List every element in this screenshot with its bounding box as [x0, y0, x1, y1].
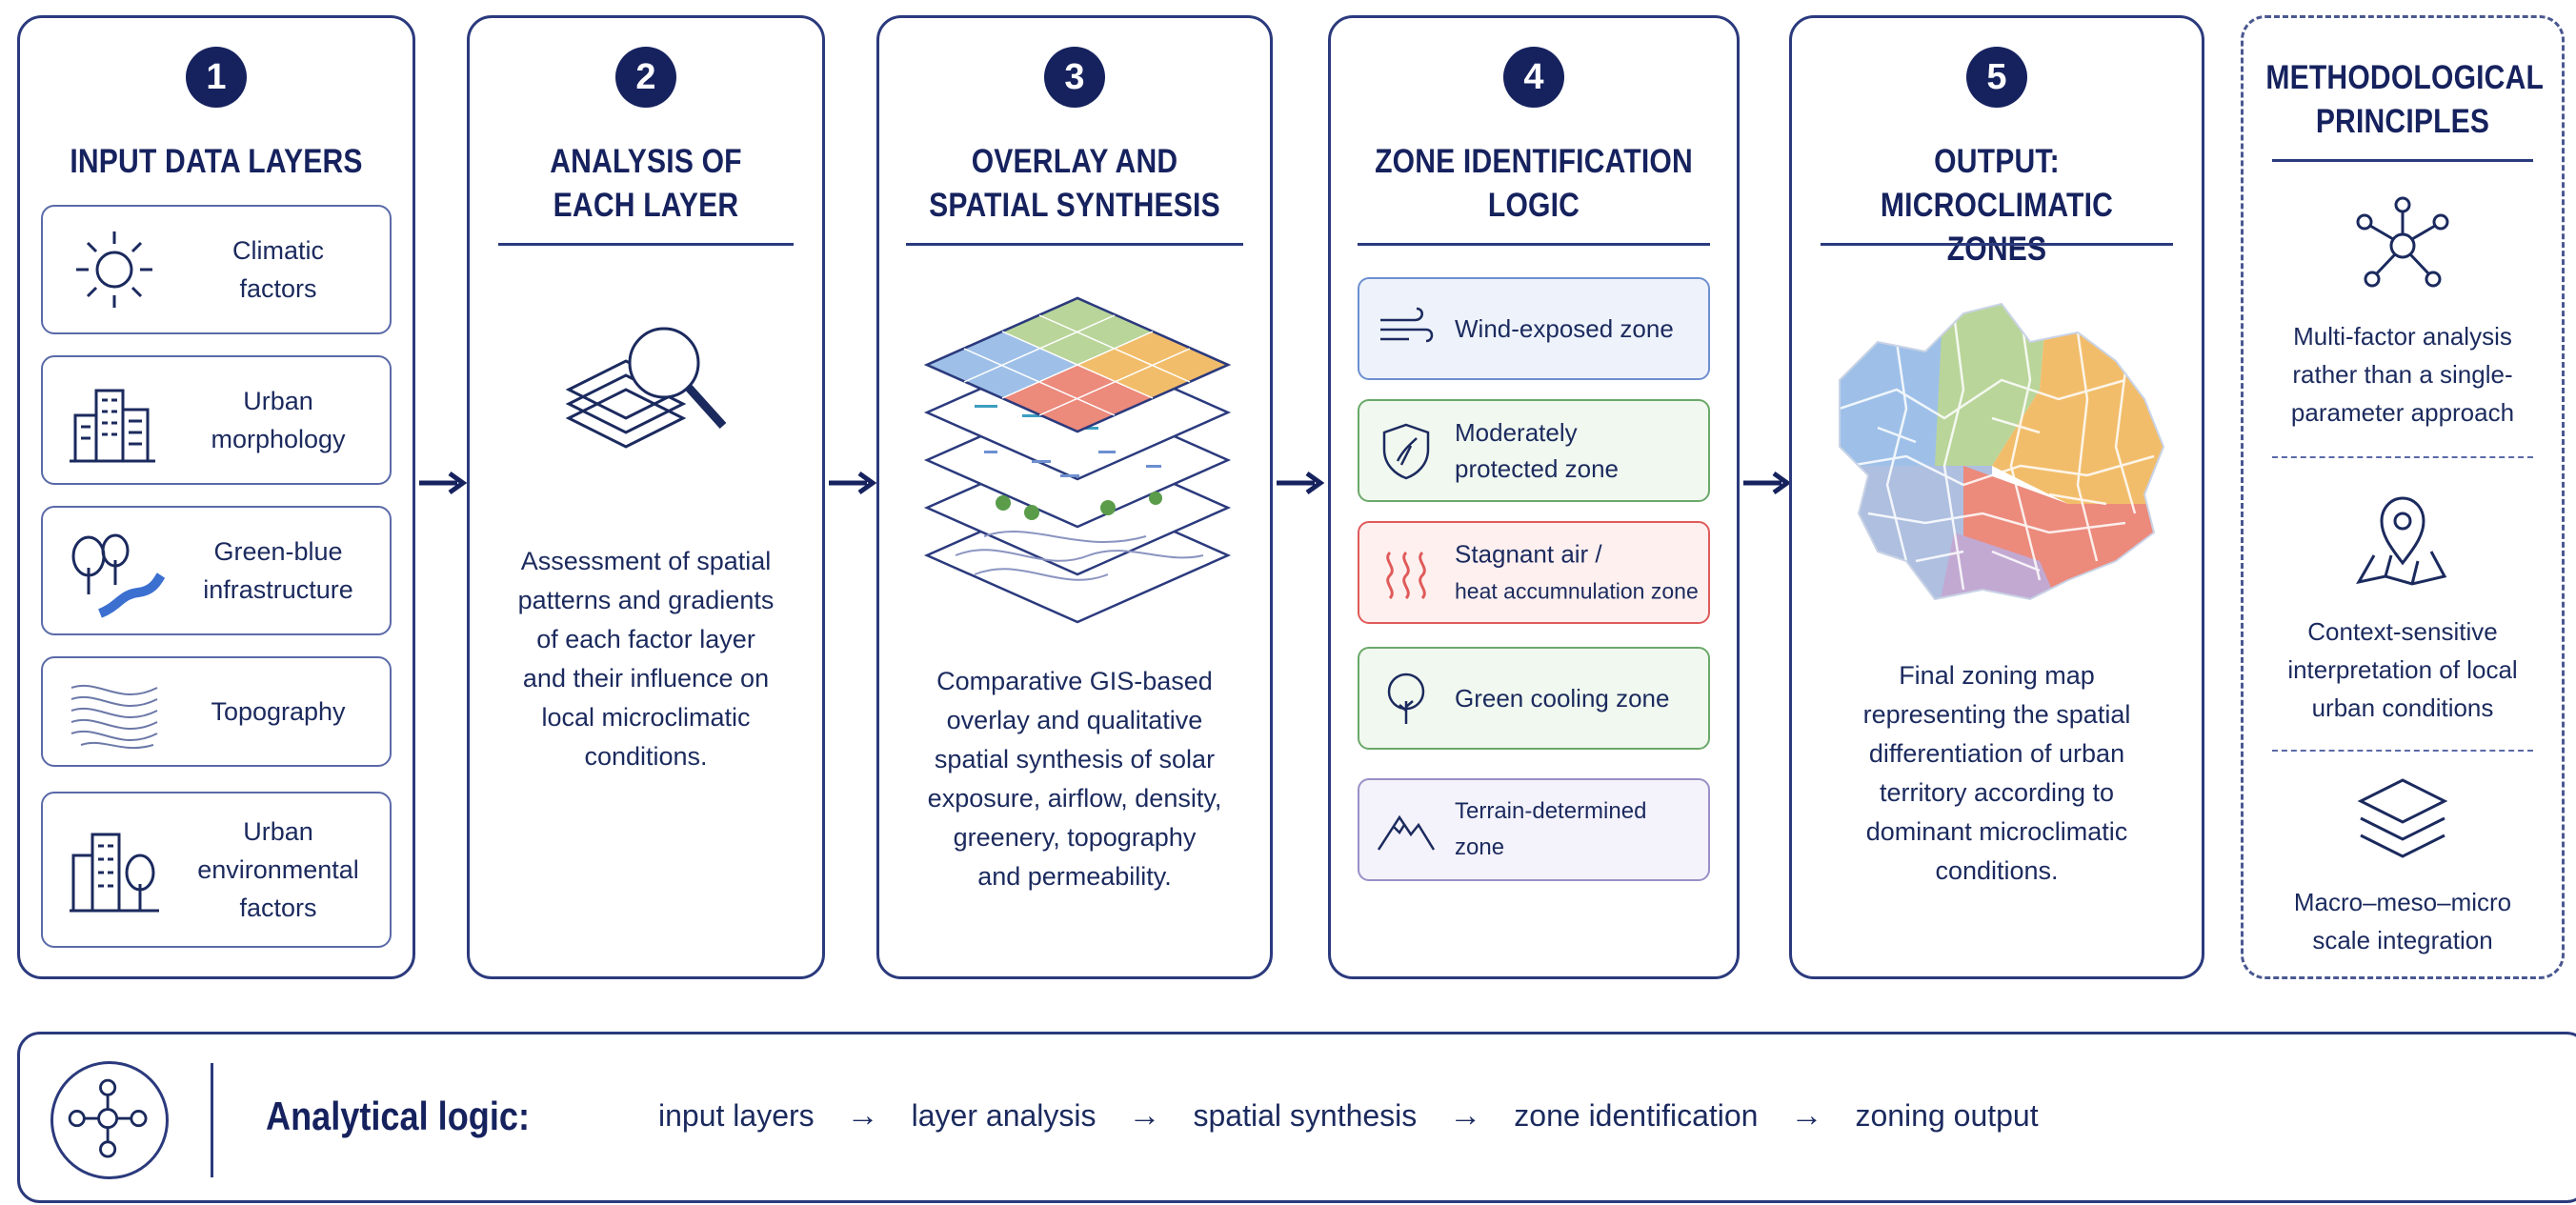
zone-stagnant-air-heat: Stagnant air / heat accumnulation zone	[1358, 521, 1710, 624]
divider	[498, 243, 794, 246]
divider	[2272, 159, 2533, 162]
zone-green-cooling: Green cooling zone	[1358, 647, 1710, 750]
buildings-icon	[70, 389, 155, 463]
zone-terrain-determined: Terrain-determined zone	[1358, 778, 1710, 881]
input-topography: Topography	[41, 656, 392, 767]
flow-arrow	[1277, 471, 1324, 495]
building-tree-icon	[70, 833, 159, 913]
input-climatic-factors: Climatic factors	[41, 205, 392, 334]
separator	[211, 1063, 213, 1177]
input-label: infrastructure	[203, 575, 353, 604]
contour-lines-icon	[70, 684, 158, 750]
magnifier-layers-icon	[565, 327, 727, 449]
divider	[2272, 456, 2533, 458]
shield-icon	[1382, 423, 1430, 480]
analytical-logic-bar: Analytical logic: input layers → layer a…	[17, 1032, 2576, 1203]
mountain-icon	[1377, 814, 1436, 851]
arrow-right-icon: →	[1128, 1097, 1161, 1134]
logic-flow-icon	[50, 1061, 169, 1179]
arrow-right-icon: →	[846, 1097, 879, 1134]
tree-icon	[1387, 673, 1425, 724]
zone-wind-exposed: Wind-exposed zone	[1358, 277, 1710, 380]
zone-label: heat accumnulation zone	[1455, 578, 1699, 604]
zone-label: Wind-exposed zone	[1455, 314, 1674, 343]
map-pin-icon	[2356, 496, 2447, 586]
logic-step: spatial synthesis	[1193, 1098, 1418, 1133]
step-number: 3	[1044, 47, 1105, 108]
zone-label: protected zone	[1455, 454, 1620, 483]
flow-arrow	[419, 471, 467, 495]
arrow-right-icon: →	[1790, 1097, 1823, 1134]
divider	[1358, 243, 1710, 246]
divider	[2272, 750, 2533, 752]
logic-step: zone identification	[1514, 1098, 1759, 1133]
divider	[1821, 243, 2173, 246]
input-label: factors	[239, 274, 317, 303]
zone-label: Stagnant air /	[1455, 539, 1602, 569]
zoning-map-illustration	[1839, 302, 2165, 601]
step-number: 2	[615, 47, 676, 108]
input-label: Topography	[211, 697, 346, 726]
panel-input-data-layers: 1 INPUT DATA LAYERS Climatic factors Urba…	[17, 15, 415, 979]
sun-icon	[76, 231, 152, 308]
input-label: morphology	[211, 425, 346, 453]
input-label: Urban	[243, 817, 313, 846]
input-label: Climatic	[231, 236, 324, 265]
input-urban-morphology: Urban morphology	[41, 355, 392, 485]
stacked-map-layers-illustration	[923, 296, 1232, 624]
zone-label: Moderately	[1455, 418, 1578, 447]
heat-waves-icon	[1386, 551, 1426, 600]
step-number: 4	[1503, 47, 1564, 108]
zone-moderately-protected: Moderately protected zone	[1358, 399, 1710, 502]
divider	[906, 243, 1243, 246]
analytical-logic-label: Analytical logic:	[266, 1094, 530, 1138]
zone-label: Terrain-determined zone	[1455, 798, 1647, 860]
input-label: factors	[239, 894, 317, 922]
analytical-logic-flow: input layers → layer analysis → spatial …	[658, 1097, 2039, 1135]
input-green-blue-infrastructure: Green-blue infrastructure	[41, 506, 392, 635]
flow-arrow	[829, 471, 876, 495]
tree-river-icon	[71, 533, 166, 618]
step-number: 5	[1966, 47, 2027, 108]
logic-step: input layers	[658, 1098, 815, 1133]
input-urban-environmental-factors: Urban environmental factors	[41, 792, 392, 948]
wind-icon	[1380, 307, 1434, 343]
input-label: Green-blue	[213, 537, 343, 566]
layers-icon	[2357, 778, 2448, 858]
logic-step: zoning output	[1855, 1098, 2039, 1133]
step-number: 1	[186, 47, 247, 108]
flow-arrow	[1743, 471, 1791, 495]
input-label: Urban	[243, 387, 313, 415]
logic-step: layer analysis	[911, 1098, 1097, 1133]
input-label: environmental	[197, 855, 359, 884]
zone-label: Green cooling zone	[1455, 684, 1670, 713]
network-icon	[2356, 196, 2449, 288]
arrow-right-icon: →	[1449, 1097, 1482, 1134]
panel-title: INPUT DATA LAYERS	[70, 143, 363, 180]
